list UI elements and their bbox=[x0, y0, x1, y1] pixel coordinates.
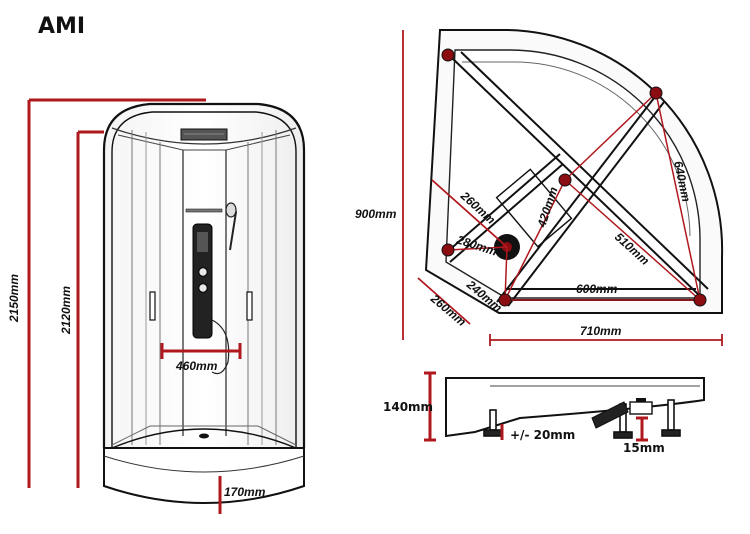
door-handle bbox=[246, 291, 253, 321]
dimension-label: 900mm bbox=[355, 207, 397, 221]
product-title: AMI bbox=[38, 14, 86, 39]
drain-pipe bbox=[591, 401, 629, 429]
adjustable-leg bbox=[667, 399, 675, 431]
top-view-dimensions bbox=[402, 30, 723, 346]
frame-joint bbox=[649, 86, 663, 100]
side-view bbox=[445, 377, 705, 439]
front-view bbox=[102, 102, 306, 504]
side-view-dimensions bbox=[424, 371, 648, 442]
dimension-label: 260mm bbox=[427, 291, 469, 329]
control-panel bbox=[192, 223, 213, 339]
dimension-label: 140mm bbox=[383, 400, 433, 414]
dimension-label: 15mm bbox=[623, 441, 665, 455]
dimension-label: 2150mm bbox=[7, 274, 21, 323]
dimension-label: +/- 20mm bbox=[510, 428, 575, 442]
dimension-label: 710mm bbox=[580, 324, 622, 338]
top-view bbox=[424, 28, 724, 314]
frame-joint bbox=[441, 243, 455, 257]
door-handle bbox=[149, 291, 156, 321]
control-knob-icon bbox=[198, 267, 208, 277]
shower-head bbox=[180, 128, 228, 141]
drain-icon bbox=[199, 433, 209, 439]
frame-joint bbox=[693, 293, 707, 307]
control-knob-icon bbox=[198, 283, 208, 293]
dimension-label: 460mm bbox=[175, 359, 218, 373]
frame-joint bbox=[498, 293, 512, 307]
dimension-label: 170mm bbox=[224, 485, 266, 499]
adjustable-leg bbox=[489, 409, 497, 431]
frame-joint bbox=[558, 173, 572, 187]
dimension-label: 2120mm bbox=[59, 286, 73, 335]
shower-tray bbox=[103, 447, 305, 504]
cabin-inner-frame bbox=[111, 111, 297, 448]
front-view-dimensions bbox=[27, 98, 242, 514]
dimension-label: 600mm bbox=[576, 282, 618, 296]
frame-joint bbox=[441, 48, 455, 62]
